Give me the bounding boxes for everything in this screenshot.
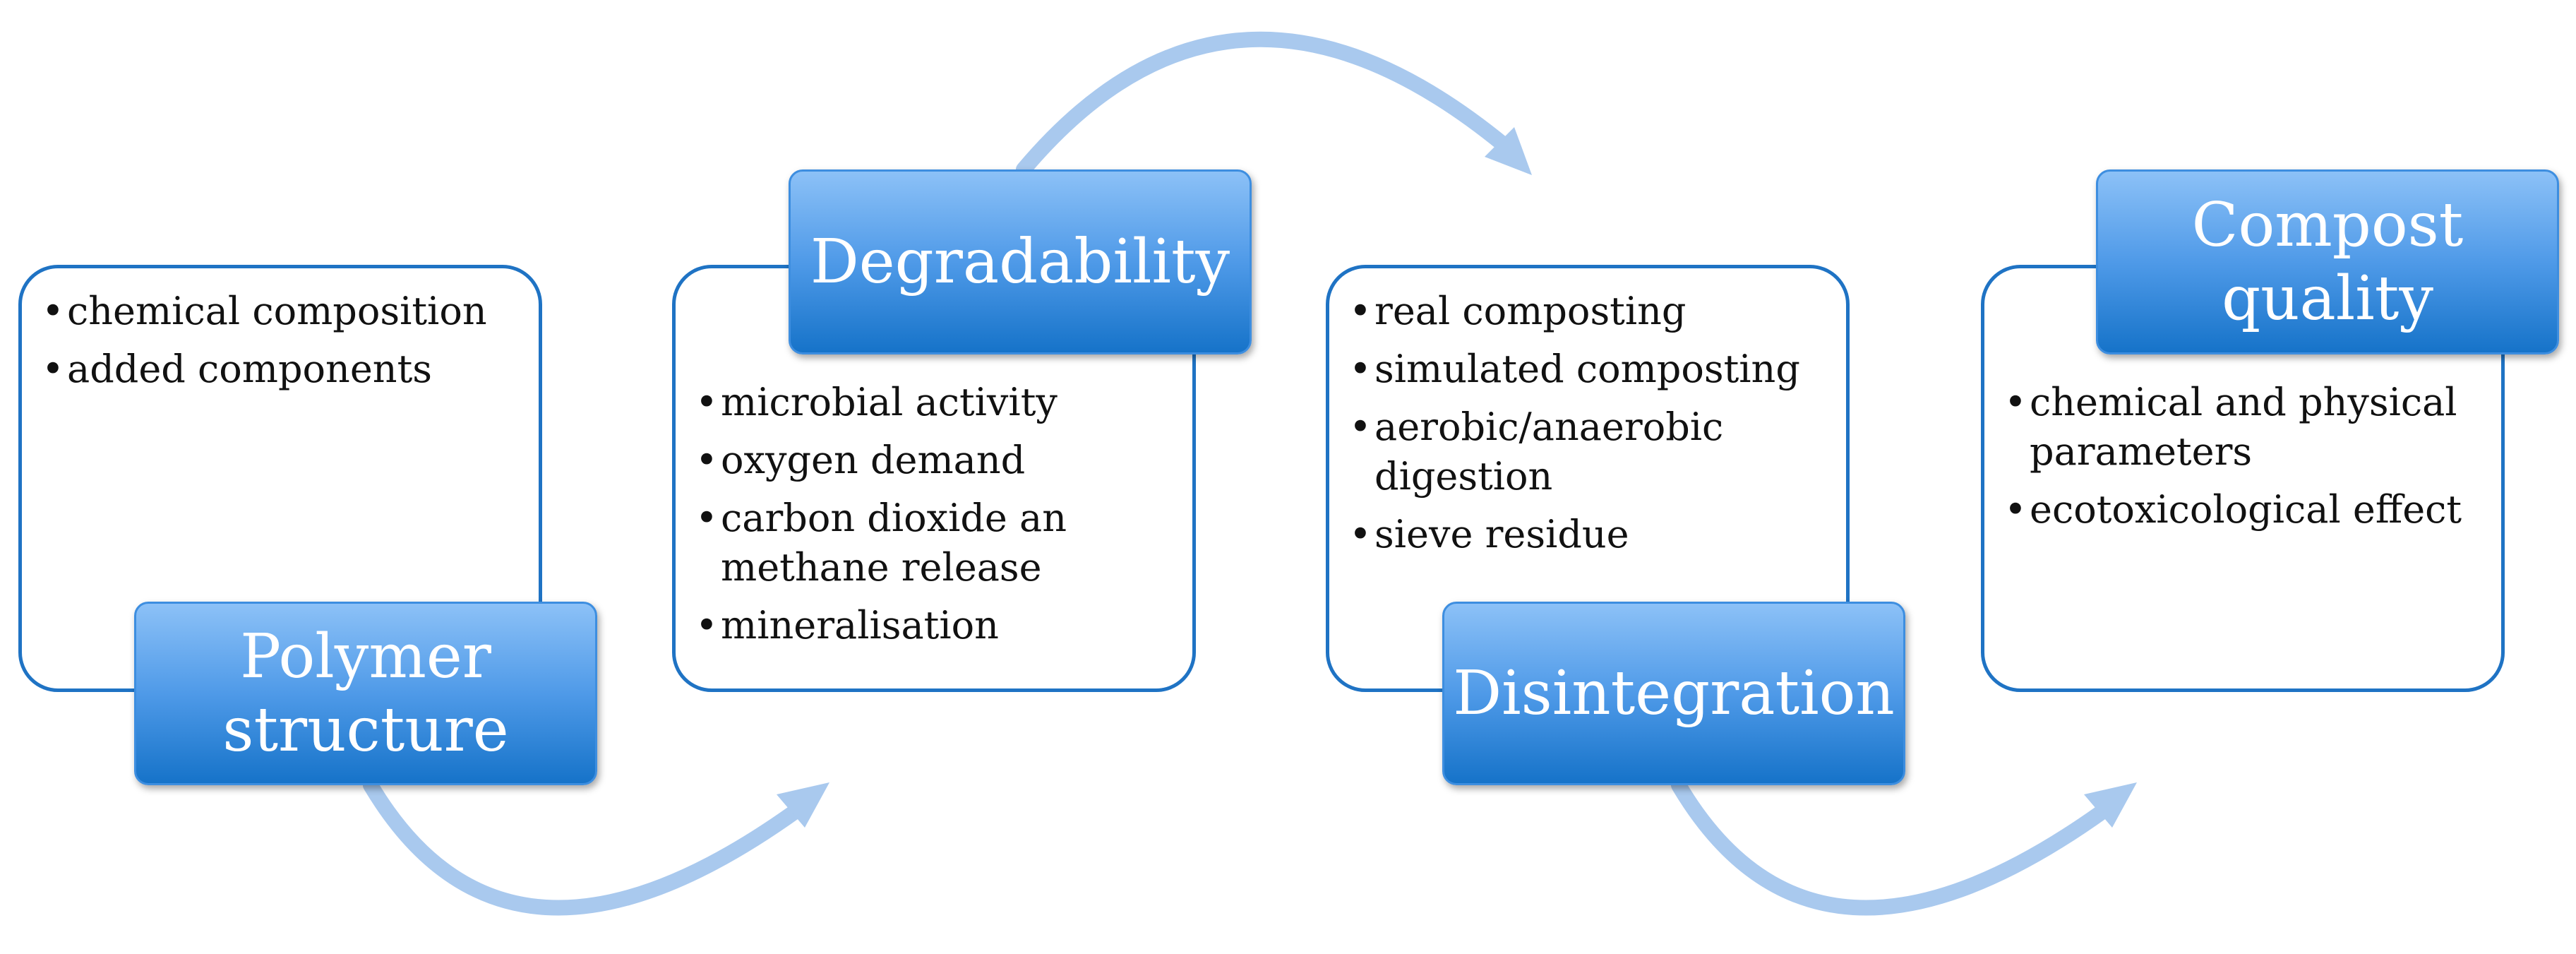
arrow-head-2 [1485, 127, 1532, 175]
list-item: chemical and physical parameters [2004, 378, 2484, 477]
list-item: carbon dioxide an methane release [695, 494, 1175, 592]
arrow-disintegration-to-compost [1671, 777, 2111, 916]
degradability-list: microbial activity oxygen demand carbon … [695, 378, 1175, 650]
arrow-degradability-to-disintegration [1016, 31, 1511, 177]
list-item: oxygen demand [695, 436, 1175, 485]
compost-quality-title: Compost quality [2191, 190, 2464, 334]
list-item: aerobic/anaerobic digestion [1349, 403, 1829, 501]
list-item: sieve residue [1349, 510, 1829, 559]
disintegration-list: real composting simulated composting aer… [1349, 287, 1829, 559]
list-item: ecotoxicological effect [2004, 485, 2484, 535]
compost-quality-header: Compost quality [2096, 169, 2559, 354]
arrow-head-3 [2084, 782, 2137, 828]
list-item: real composting [1349, 287, 1829, 336]
polymer-structure-title: Polymer structure [222, 621, 509, 765]
list-item: simulated composting [1349, 345, 1829, 394]
list-item: microbial activity [695, 378, 1175, 427]
compost-quality-list: chemical and physical parameters ecotoxi… [2004, 378, 2484, 535]
disintegration-title: Disintegration [1453, 658, 1895, 729]
degradability-title: Degradability [810, 227, 1230, 297]
disintegration-header: Disintegration [1442, 602, 1905, 785]
list-item: mineralisation [695, 601, 1175, 650]
polymer-structure-list: chemical composition added components [42, 287, 522, 394]
polymer-structure-header: Polymer structure [134, 602, 597, 785]
arrow-head-1 [777, 782, 829, 828]
arrow-polymer-to-degradability [363, 777, 804, 916]
list-item: added components [42, 345, 522, 394]
list-item: chemical composition [42, 287, 522, 336]
degradability-header: Degradability [789, 169, 1252, 354]
